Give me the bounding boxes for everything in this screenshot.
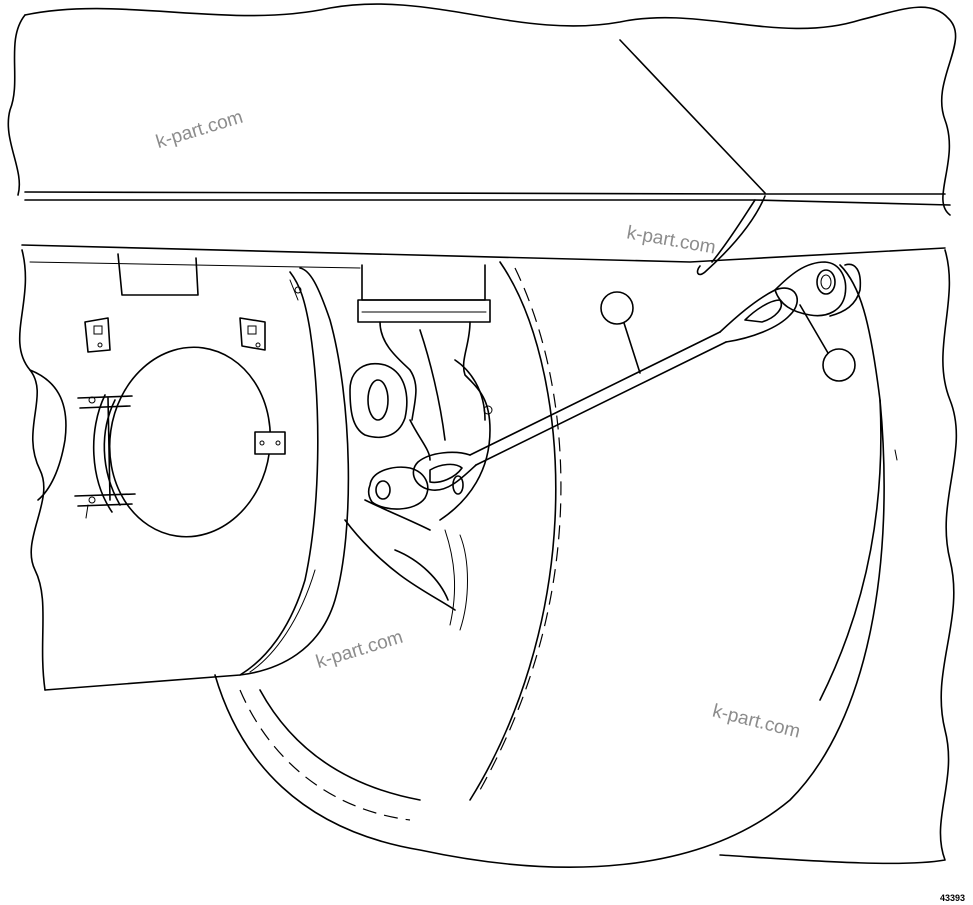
callout-1 (600, 291, 641, 374)
lower-bracket (367, 466, 464, 510)
cutaway-boundary (7, 3, 958, 865)
access-cover (92, 346, 286, 538)
drum-housing (44, 267, 350, 691)
kingpin-assembly (344, 264, 493, 631)
callout-2 (799, 304, 856, 382)
tie-rod (412, 287, 798, 491)
tire (214, 261, 898, 868)
frame-beam (21, 39, 951, 276)
housing-clips (84, 317, 266, 353)
cover-hinge (74, 395, 136, 519)
rear-mount (774, 261, 862, 317)
figure-number: 43393 (940, 893, 966, 903)
frame-bracket (117, 253, 302, 301)
